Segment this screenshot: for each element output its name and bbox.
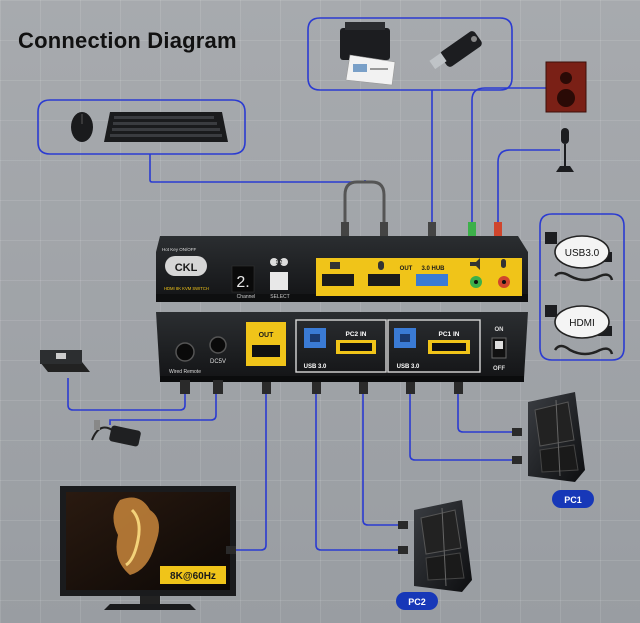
brand-logo: CKL [175,262,198,274]
pc2-label: PC2 [408,597,426,607]
callout-lines [37,17,625,551]
pc1-in-label: PC1 IN [439,331,460,338]
pc2-tower-icon [414,500,472,592]
select-badge: 1 2 [276,260,283,266]
rear-out-label: OUT [259,332,275,339]
monitor-icon [60,486,236,610]
power-on-label: ON [495,327,504,333]
power-off-label: OFF [493,366,505,372]
pc2-hdmi-link [315,388,402,551]
pc2-badge-bg [396,592,438,610]
pc1-usb-link [409,388,515,461]
bottom-cable-plugs [180,380,463,394]
peripheral-callout-frame [37,99,246,155]
speaker-icon [545,61,587,113]
mouse-icon [71,112,93,142]
hdmi-cable-label: HDMI [569,318,595,329]
pc1-label: PC1 [564,495,582,505]
pc2-usb-link [362,388,402,526]
pc1-badge-bg [552,490,594,508]
dc5v-label: DC5V [210,359,226,365]
power-link [109,362,217,425]
usb30-label-b: USB 3.0 [397,364,420,370]
kvm-front-panel [156,236,528,302]
top-cable-plugs [341,180,502,236]
hdmi-cable-oval [554,305,610,339]
usb30-label-a: USB 3.0 [304,364,327,370]
pc1-tower-icon [528,392,585,482]
select-label: SELECT [270,294,289,300]
power-adapter-icon [91,420,141,447]
printer-callout-frame [307,17,513,91]
hub-label: 3.0 HUB [421,266,445,272]
speaker-link [471,87,546,232]
channel-label: Channel [237,294,256,300]
channel-display: 2. [236,274,249,291]
kvm-rear-panel [156,312,528,382]
microphone-icon [556,128,574,172]
keyboard-icon [104,112,228,142]
pc2-in-label: PC2 IN [346,331,367,338]
keyboard-link [149,154,365,183]
front-out-label: OUT [400,266,413,272]
monitor-resolution-badge: 8K@60Hz [170,571,216,582]
model-tag: HDMI 8K KVM SWITCH [164,286,209,291]
usb30-cable-oval [554,235,610,269]
cable-callout-frame [539,213,625,361]
usb-stick-icon [429,31,482,70]
pc1-hdmi-link [457,388,515,433]
remote-link [67,372,186,411]
hotkey-text: Hot Key ON/OFF [162,247,197,252]
wired-remote-icon [40,350,90,372]
monitor-link [236,388,267,551]
usb30-cable-label: USB3.0 [565,248,600,259]
diagram-title: Connection Diagram [18,28,237,53]
mic-link [497,149,560,232]
wired-remote-label: Wired Remote [169,369,201,375]
printer-icon [340,22,396,86]
device-end-plugs [226,428,522,554]
